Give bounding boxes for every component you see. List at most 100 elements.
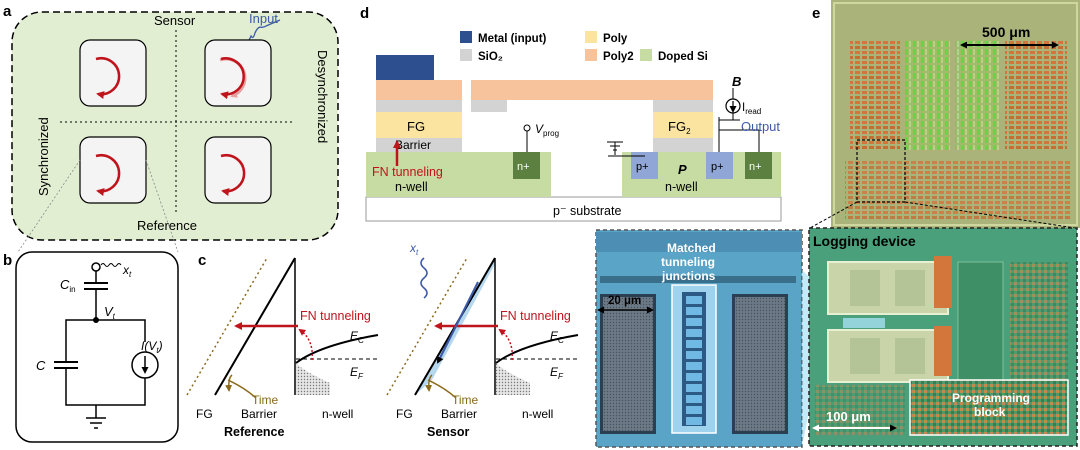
cell-bottom-inner-right xyxy=(895,338,925,374)
wire-bottom xyxy=(65,368,146,406)
panel-b-frame xyxy=(15,251,179,443)
input-node xyxy=(91,262,101,272)
metal-input xyxy=(376,55,434,80)
label-nwell-left: n-well xyxy=(395,180,428,194)
logging-cell-bottom xyxy=(827,329,949,383)
label-vt: Vt xyxy=(104,304,116,321)
label-fg2: FG2 xyxy=(668,119,691,136)
xt-wave xyxy=(100,263,122,267)
legend-sio2-swatch xyxy=(460,49,472,61)
nplus-right xyxy=(745,152,772,179)
label-p: P xyxy=(678,162,687,177)
label-synchronized: Synchronized xyxy=(36,117,51,196)
routing-block xyxy=(957,261,1004,383)
cell-bottom-inner-left xyxy=(850,338,880,374)
label-b: B xyxy=(732,74,741,89)
label-sensor: Sensor xyxy=(154,13,196,28)
logging-cell-top xyxy=(827,261,949,315)
panel-label-b: b xyxy=(3,252,12,269)
pad-left-texture xyxy=(603,297,653,431)
panel-d: d Metal (input) SiO₂ Poly Poly2 Doped Si… xyxy=(360,5,782,222)
oscillator-bottom-left xyxy=(79,136,147,204)
oxide-bridge xyxy=(471,100,507,112)
legend-poly2-swatch xyxy=(585,49,597,61)
die-border xyxy=(833,2,1078,226)
ref-barrier: Barrier xyxy=(241,407,277,421)
legend-poly2: Poly2 xyxy=(603,51,634,63)
ref-fn-tunneling: FN tunneling xyxy=(300,309,371,323)
panel-a: a Sensor Reference Synchronized Desynchr… xyxy=(3,3,339,253)
zoom-line-e-right xyxy=(904,201,1076,229)
die-column-4 xyxy=(1005,40,1067,150)
label-nwell-right: n-well xyxy=(665,180,698,194)
legend-poly: Poly xyxy=(603,33,628,45)
zoom-line-left xyxy=(17,159,81,253)
label-reference: Reference xyxy=(137,218,197,233)
label-c: C xyxy=(36,358,46,373)
sensor-ec: EC xyxy=(550,329,564,345)
wire-top xyxy=(65,319,146,362)
label-fg: FG xyxy=(407,119,425,134)
ref-fg: FG xyxy=(196,407,213,421)
cell-top-inner-left xyxy=(850,270,880,306)
oxide-top-right xyxy=(653,100,713,112)
panel-label-a: a xyxy=(3,3,12,20)
legend-metal-swatch xyxy=(460,31,472,43)
poly2-bridge xyxy=(471,80,713,100)
legend-doped: Doped Si xyxy=(658,51,708,63)
oscillator-top-left xyxy=(79,39,147,107)
junction-cells xyxy=(686,296,702,425)
logic-block xyxy=(1010,262,1068,382)
legend: Metal (input) SiO₂ Poly Poly2 Doped Si xyxy=(460,31,708,63)
ref-ec: EC xyxy=(350,329,364,345)
nplus-left xyxy=(513,152,540,179)
oxide-top-left xyxy=(376,100,462,112)
panel-label-d: d xyxy=(360,5,369,22)
pad-right-texture xyxy=(735,297,785,431)
ground-icon xyxy=(86,417,106,429)
legend-poly-swatch xyxy=(585,31,597,43)
oxide-right xyxy=(653,138,713,152)
label-logging-device: Logging device xyxy=(813,233,916,249)
panel-a-background xyxy=(11,11,339,241)
die-column-2 xyxy=(905,40,950,150)
label-desynchronized: Desynchronized xyxy=(315,50,330,143)
ref-time: Time xyxy=(252,393,279,407)
micrograph-strip-top xyxy=(596,232,802,252)
label-matched-3: junctions xyxy=(661,269,716,283)
vprog-node xyxy=(523,124,531,132)
label-matched-1: Matched xyxy=(667,241,716,255)
programming-block-region xyxy=(910,380,1068,435)
label-iread: Iread xyxy=(742,102,761,116)
panel-c: c FN tunneling EC EF Time FG Barrier n-w… xyxy=(186,241,579,439)
label-input: Input xyxy=(249,11,278,26)
label-500um: 500 μm xyxy=(982,24,1030,40)
label-substrate: p⁻ substrate xyxy=(553,204,621,218)
label-barrier: Barrier xyxy=(395,138,431,152)
panel-label-e: e xyxy=(812,5,820,22)
band-diagram-sensor: xt FN tunneling EC EF Time FG Barrier n-… xyxy=(386,241,579,439)
sensor-barrier: Barrier xyxy=(441,407,477,421)
poly-strip-bottom xyxy=(934,326,952,376)
oscillator-top-right xyxy=(204,39,272,107)
band-diagram-reference: FN tunneling EC EF Time FG Barrier n-wel… xyxy=(186,257,379,439)
label-fn-tunneling-d: FN tunneling xyxy=(372,165,443,179)
poly2-left xyxy=(376,80,462,100)
sensor-fn-tunneling: FN tunneling xyxy=(500,309,571,323)
pplus-right xyxy=(706,152,733,179)
oscillator-bottom-right xyxy=(204,136,272,204)
programming-block-box xyxy=(909,379,1069,436)
legend-doped-swatch xyxy=(640,49,652,61)
label-vprog: Vprog xyxy=(535,122,559,138)
label-100um: 100 μm xyxy=(826,409,871,424)
label-programming-1: Programming xyxy=(952,391,1030,405)
cell-top-inner-right xyxy=(895,270,925,306)
substrate xyxy=(365,196,782,222)
fg-poly xyxy=(376,112,462,138)
legend-sio2: SiO₂ xyxy=(478,51,503,63)
label-programming-2: block xyxy=(974,405,1006,419)
micro-bar xyxy=(600,276,796,283)
legend-metal: Metal (input) xyxy=(478,33,547,45)
label-pplus-right: p+ xyxy=(711,161,724,173)
